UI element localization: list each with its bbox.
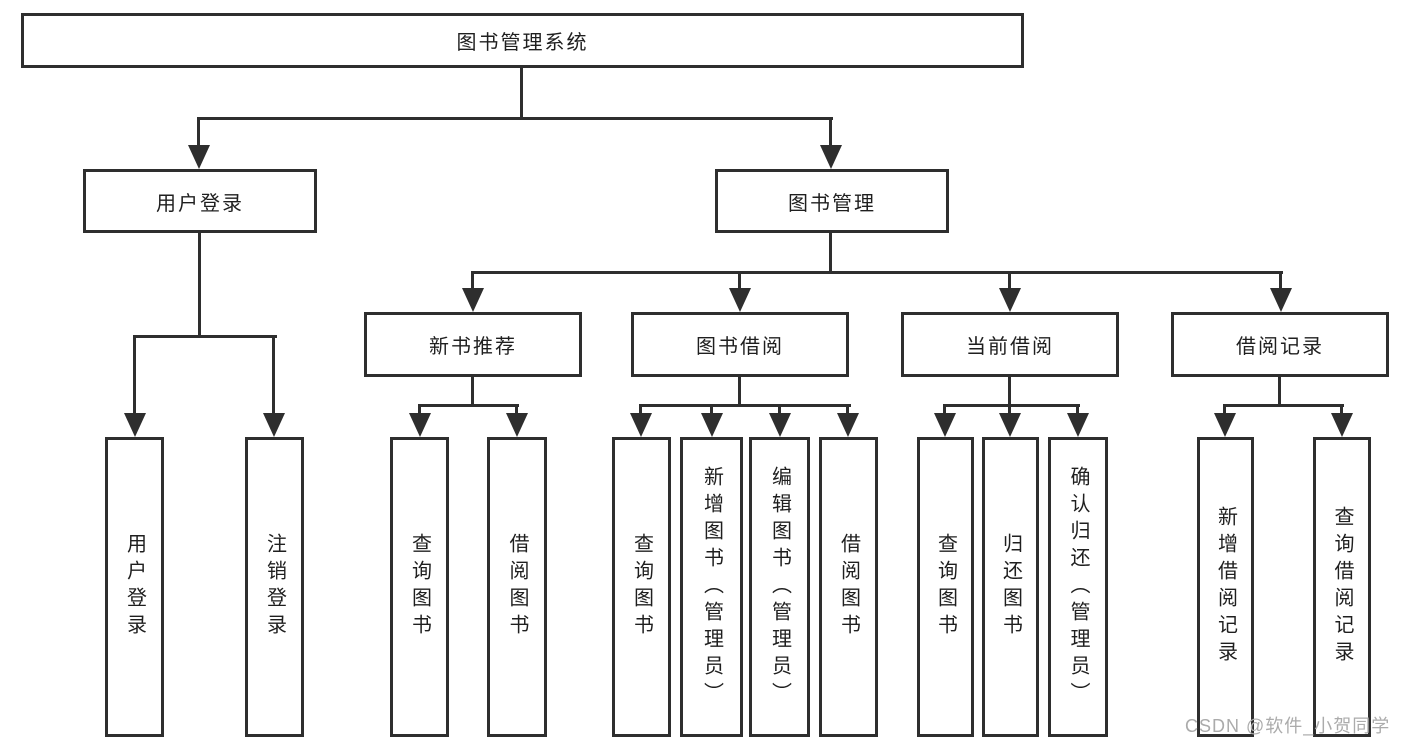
node-borrow-books-recommend: 借阅图书 <box>487 437 547 737</box>
arrow-down-icon <box>409 413 431 437</box>
node-book-borrowing: 图书借阅 <box>631 312 849 377</box>
connector-line <box>639 404 642 418</box>
connector-line <box>1076 404 1079 418</box>
connector-line <box>738 375 741 407</box>
connector-line <box>1340 404 1343 418</box>
node-new-book-recommend: 新书推荐 <box>364 312 582 377</box>
connector-line <box>198 231 201 337</box>
connector-line <box>471 375 474 407</box>
node-query-books-current: 查询图书 <box>917 437 974 737</box>
node-borrowing-records: 借阅记录 <box>1171 312 1389 377</box>
connector-line <box>1278 375 1281 407</box>
connector-line <box>1223 404 1226 418</box>
connector-line <box>515 404 518 418</box>
node-edit-books-admin: 编辑图书（管理员） <box>749 437 810 737</box>
connector-line <box>133 335 136 415</box>
connector-line <box>520 66 523 120</box>
connector-line <box>471 271 1283 274</box>
connector-line <box>943 404 946 418</box>
arrow-down-icon <box>506 413 528 437</box>
connector-line <box>738 271 741 291</box>
arrow-down-icon <box>1270 288 1292 312</box>
connector-line <box>1279 271 1282 291</box>
arrow-down-icon <box>630 413 652 437</box>
connector-line <box>1008 375 1011 407</box>
connector-line <box>197 117 833 120</box>
arrow-down-icon <box>999 413 1021 437</box>
connector-line <box>1223 404 1344 407</box>
connector-line <box>272 335 275 415</box>
node-query-borrow-record: 查询借阅记录 <box>1313 437 1371 737</box>
arrow-down-icon <box>1067 413 1089 437</box>
node-book-management: 图书管理 <box>715 169 949 233</box>
arrow-down-icon <box>701 413 723 437</box>
node-add-books-admin: 新增图书（管理员） <box>680 437 743 737</box>
node-confirm-return-admin: 确认归还（管理员） <box>1048 437 1108 737</box>
node-user-login-leaf: 用户登录 <box>105 437 164 737</box>
node-query-books-recommend: 查询图书 <box>390 437 449 737</box>
arrow-down-icon <box>1331 413 1353 437</box>
arrow-down-icon <box>999 288 1021 312</box>
connector-line <box>197 117 200 149</box>
arrow-down-icon <box>934 413 956 437</box>
connector-line <box>778 404 781 418</box>
connector-line <box>1008 404 1011 418</box>
arrow-down-icon <box>124 413 146 437</box>
arrow-down-icon <box>820 145 842 169</box>
arrow-down-icon <box>263 413 285 437</box>
connector-line <box>846 404 849 418</box>
node-user-login-branch: 用户登录 <box>83 169 317 233</box>
arrow-down-icon <box>188 145 210 169</box>
connector-line <box>710 404 713 418</box>
node-borrow-books-borrow: 借阅图书 <box>819 437 878 737</box>
connector-line <box>133 335 277 338</box>
connector-line <box>829 117 832 149</box>
arrow-down-icon <box>1214 413 1236 437</box>
node-logout: 注销登录 <box>245 437 304 737</box>
csdn-watermark: CSDN @软件_小贺同学 <box>1185 716 1391 736</box>
node-return-books: 归还图书 <box>982 437 1039 737</box>
node-add-borrow-record: 新增借阅记录 <box>1197 437 1254 737</box>
node-library-system: 图书管理系统 <box>21 13 1024 68</box>
arrow-down-icon <box>837 413 859 437</box>
connector-line <box>418 404 421 418</box>
node-query-books-borrow: 查询图书 <box>612 437 671 737</box>
connector-line <box>639 404 851 407</box>
arrow-down-icon <box>729 288 751 312</box>
connector-line <box>1008 271 1011 291</box>
arrow-down-icon <box>769 413 791 437</box>
connector-line <box>943 404 1080 407</box>
connector-line <box>829 231 832 274</box>
connector-line <box>471 271 474 291</box>
arrow-down-icon <box>462 288 484 312</box>
node-current-borrowing: 当前借阅 <box>901 312 1119 377</box>
connector-line <box>418 404 519 407</box>
